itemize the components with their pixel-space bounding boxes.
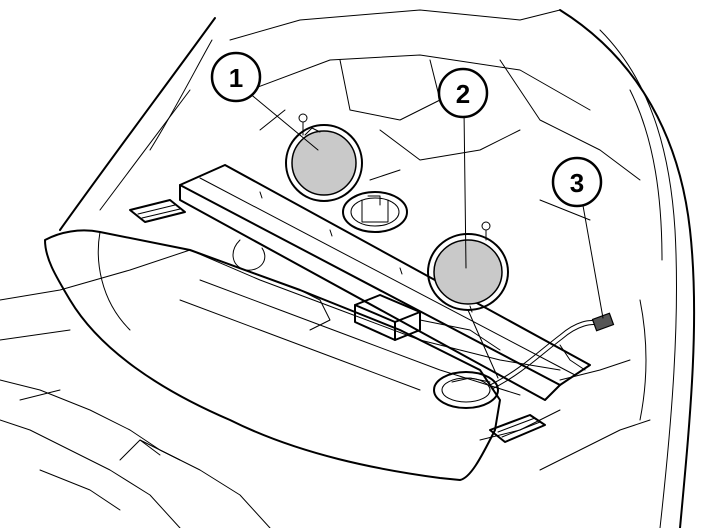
- callout-2-label: 2: [456, 79, 470, 109]
- callout-1: 1: [210, 51, 262, 103]
- floor-pan: [0, 239, 651, 528]
- folded-floor-panel: [44, 229, 501, 481]
- right-body-edge: [559, 9, 696, 528]
- callout-3-label: 3: [570, 168, 584, 198]
- callout-1-label: 1: [229, 63, 243, 93]
- cover-2-plate: [433, 239, 503, 305]
- wiring-harness: [489, 312, 615, 390]
- bolt-1: [298, 113, 308, 123]
- bolt-2: [481, 221, 491, 231]
- access-cover-1: [285, 113, 363, 202]
- cross-member-beam: [129, 164, 591, 443]
- fuel-pump-unit-left: [342, 191, 408, 233]
- fuel-sender-unit: [433, 309, 499, 409]
- leader-2: [463, 109, 467, 269]
- left-body-edge: [59, 17, 216, 231]
- callout-2: 2: [437, 67, 489, 119]
- electrical-connector: [591, 312, 615, 332]
- callout-3: 3: [551, 156, 603, 208]
- body-frame: [59, 9, 696, 528]
- leader-lines: [247, 91, 604, 319]
- leader-1: [247, 91, 319, 151]
- access-cover-2: [427, 221, 509, 311]
- foam-block: [354, 294, 421, 341]
- leader-3: [581, 199, 604, 319]
- cover-1-plate: [291, 130, 357, 196]
